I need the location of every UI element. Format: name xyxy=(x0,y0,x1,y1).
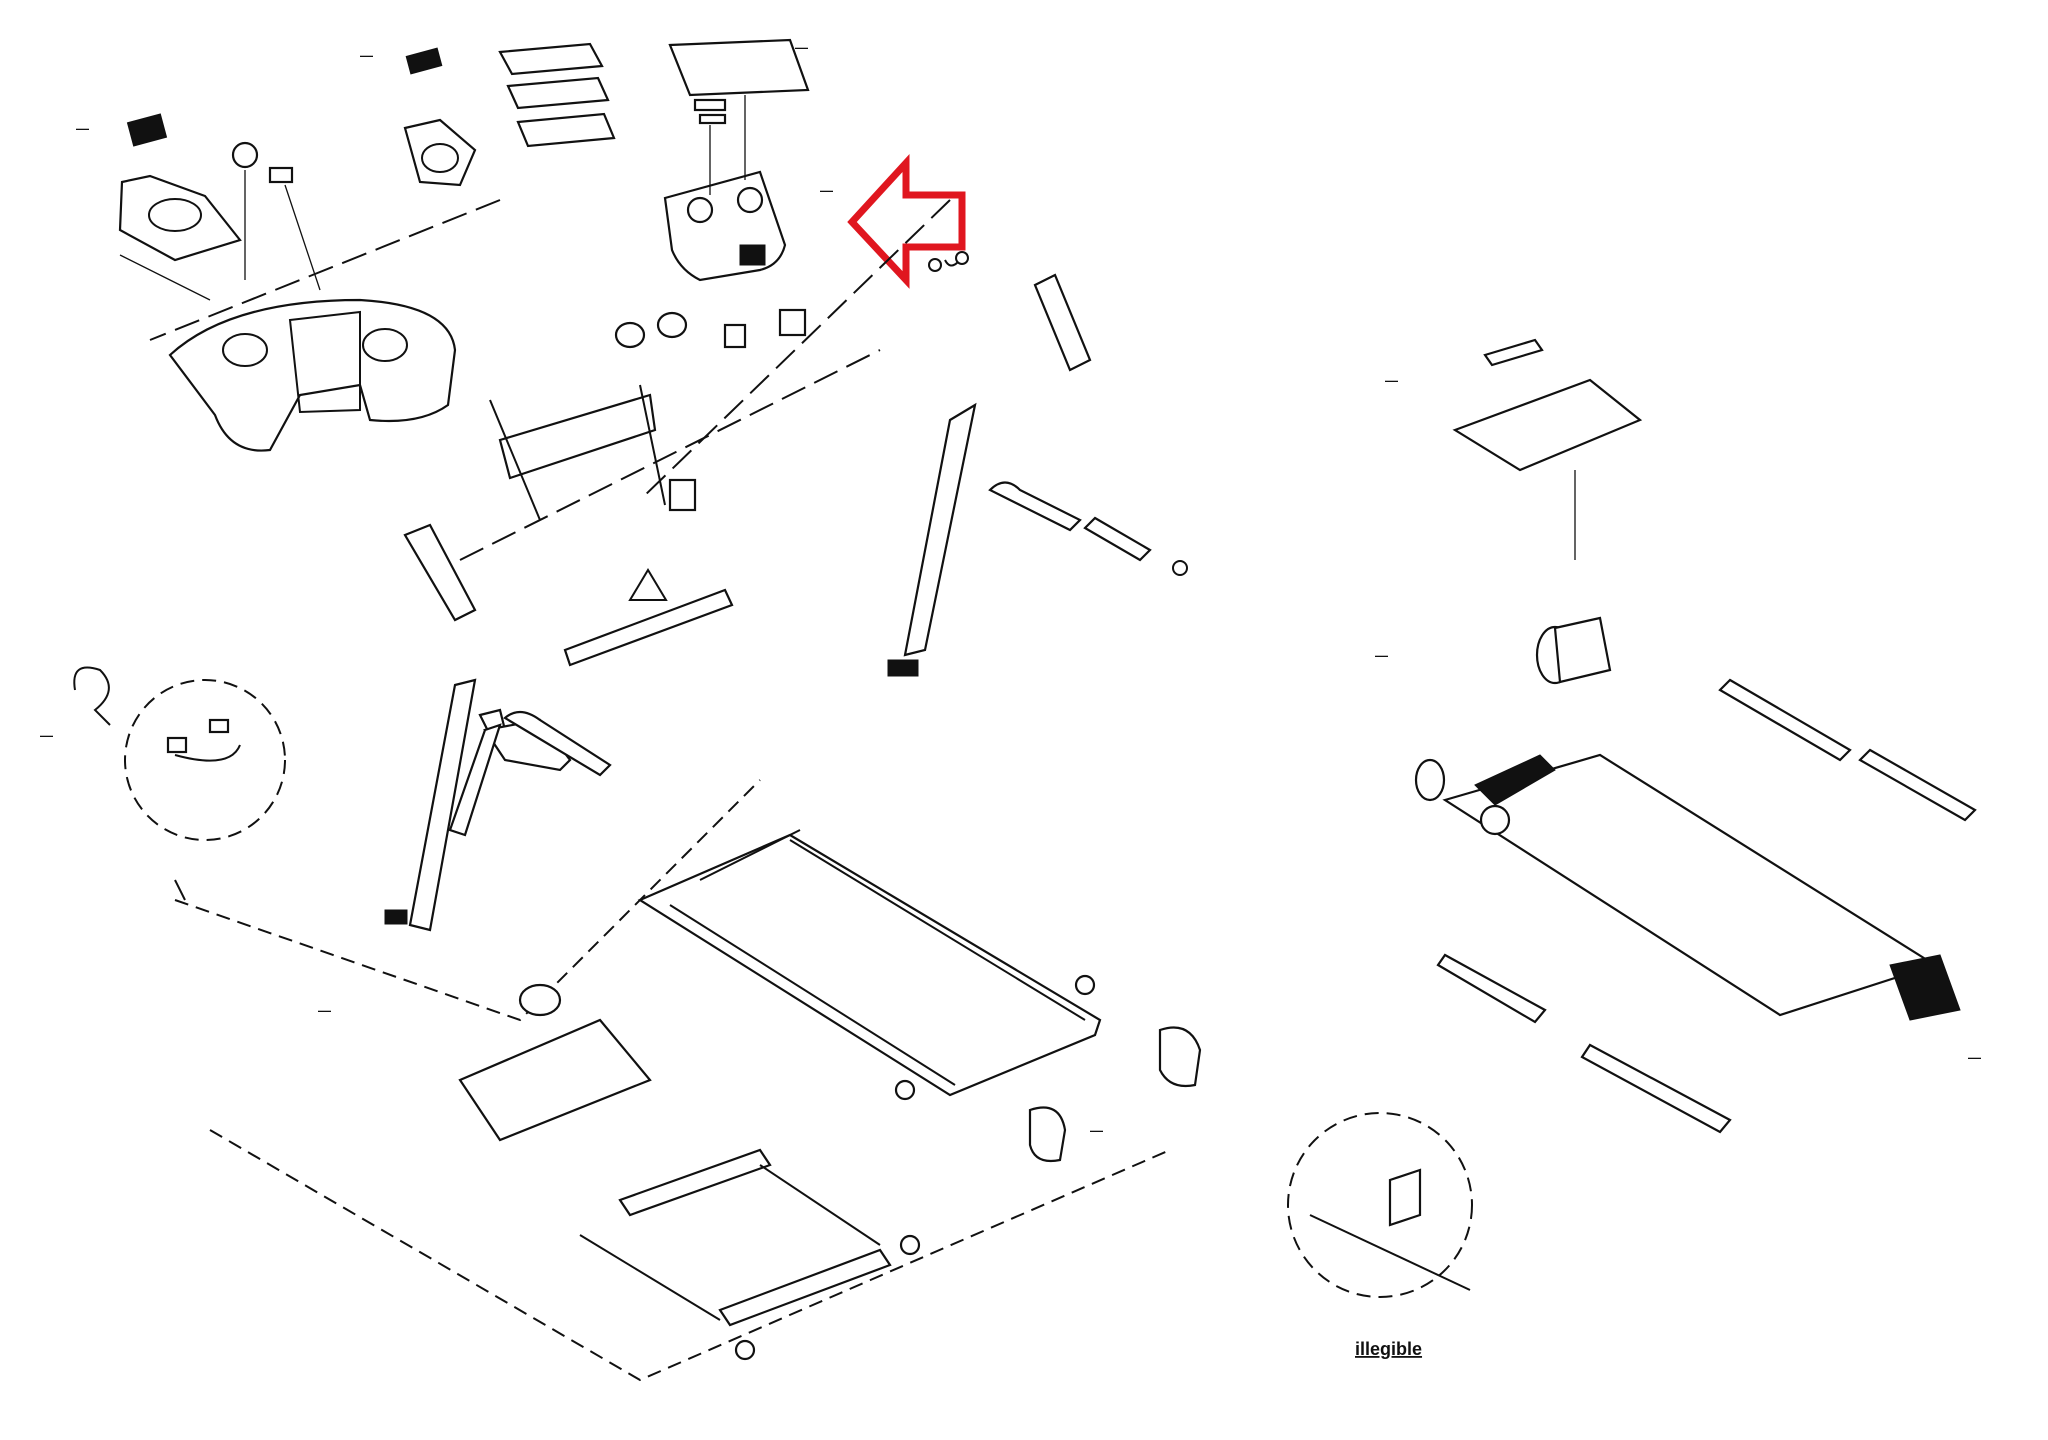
left-upright-cover xyxy=(403,523,477,622)
left-cup-holder xyxy=(118,174,242,262)
highlight-arrow-icon xyxy=(847,153,966,289)
callout-label: — xyxy=(318,1003,331,1018)
wheel-3 xyxy=(899,1234,921,1256)
left-handrail xyxy=(448,710,612,837)
console-hook-parts xyxy=(928,251,969,272)
console-control-panel xyxy=(663,38,810,282)
console-overlay-sheet xyxy=(668,38,810,97)
running-deck xyxy=(1414,753,1961,1021)
callout-label: — xyxy=(1090,1123,1103,1138)
incline-lift-frame xyxy=(579,1148,892,1327)
wheel-2 xyxy=(894,1079,916,1101)
detail-view-caption: illegible xyxy=(1355,1339,1422,1359)
wheel xyxy=(1074,974,1096,996)
rear-end-cap xyxy=(1158,1026,1202,1088)
warning-triangle-icon xyxy=(628,568,668,601)
wheel-4 xyxy=(734,1339,756,1361)
rear-end-cap-2 xyxy=(1028,1106,1067,1163)
right-upright xyxy=(887,273,1092,677)
motor-tray xyxy=(458,1018,652,1142)
callout-label: — xyxy=(1385,373,1398,388)
console-connector xyxy=(723,323,747,349)
right-cup-holder-assembly xyxy=(403,47,477,187)
assembly-guide-lines xyxy=(149,199,1171,1382)
motor-roller-end xyxy=(518,983,562,1017)
left-upright xyxy=(384,523,572,932)
base-frame xyxy=(637,829,1102,1097)
right-handrail xyxy=(988,481,1188,576)
power-entry-detail xyxy=(73,666,286,901)
console-mount-bracket xyxy=(489,384,697,521)
console-base-shell xyxy=(168,298,457,452)
callout-label: — xyxy=(76,121,89,136)
right-upright-cover xyxy=(1033,273,1092,372)
console-tray-parts xyxy=(498,42,616,148)
callout-labels: — — — — — — — — — — xyxy=(40,40,1981,1138)
left-cup-holder-assembly xyxy=(118,113,242,301)
callout-label: — xyxy=(360,48,373,63)
motor-hood xyxy=(1452,338,1643,560)
callout-label: — xyxy=(795,40,808,55)
callout-label: — xyxy=(820,183,833,198)
drive-motor xyxy=(1535,616,1612,685)
upright-crossbar xyxy=(563,588,734,667)
motor-cover-detail-view: illegible xyxy=(1287,1112,1473,1359)
callout-label: — xyxy=(40,728,53,743)
callout-label: — xyxy=(1375,648,1388,663)
callout-label: — xyxy=(1968,1050,1981,1065)
left-speaker-grille xyxy=(126,113,168,147)
side-rails xyxy=(1436,678,1977,1134)
console-board xyxy=(778,308,807,337)
center-left-speaker-assembly xyxy=(231,141,321,291)
incline-speed-knobs xyxy=(614,311,688,349)
